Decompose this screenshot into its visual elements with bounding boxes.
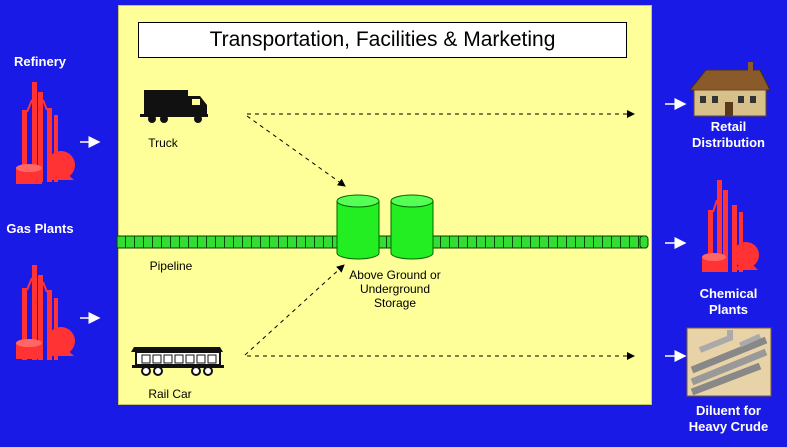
storage-label-line2: Underground (359, 282, 431, 296)
storage-label: Above Ground or Underground Storage (340, 268, 450, 310)
chemical-plants-label: Chemical Plants (670, 286, 787, 318)
retail-label-line2: Distribution (692, 135, 765, 150)
truck-icon (140, 90, 208, 123)
diluent-label-line1: Diluent for (696, 403, 761, 418)
pipeline-graphic (116, 235, 649, 249)
rail-car-label: Rail Car (148, 387, 192, 401)
pipeline-label: Pipeline (149, 259, 193, 273)
truck-to-storage-arrow (246, 115, 346, 187)
diagram-panel (118, 5, 652, 405)
railcar-to-storage-arrow (244, 264, 345, 356)
retail-distribution-label: Retail Distribution (670, 119, 787, 151)
chemical-label-line1: Chemical (699, 286, 758, 301)
refinery-label: Refinery (13, 54, 67, 69)
refinery-icon (16, 82, 75, 184)
diluent-label-line2: Heavy Crude (688, 419, 769, 434)
house-icon (688, 62, 771, 117)
rail-car-icon (131, 347, 224, 376)
gas-plant-icon (16, 265, 75, 360)
storage-label-line3: Storage (373, 296, 417, 310)
pipes-icon (686, 327, 772, 397)
storage-label-line1: Above Ground or (349, 268, 441, 282)
diagram-title: Transportation, Facilities & Marketing (138, 22, 627, 58)
retail-label-line1: Retail (710, 119, 747, 134)
chemical-plant-icon (702, 180, 759, 272)
chemical-label-line2: Plants (708, 302, 748, 317)
storage-tanks-icon (336, 194, 434, 260)
truck-label: Truck (148, 136, 178, 150)
diluent-label: Diluent for Heavy Crude (670, 403, 787, 435)
gas-plants-label: Gas Plants (6, 221, 74, 236)
